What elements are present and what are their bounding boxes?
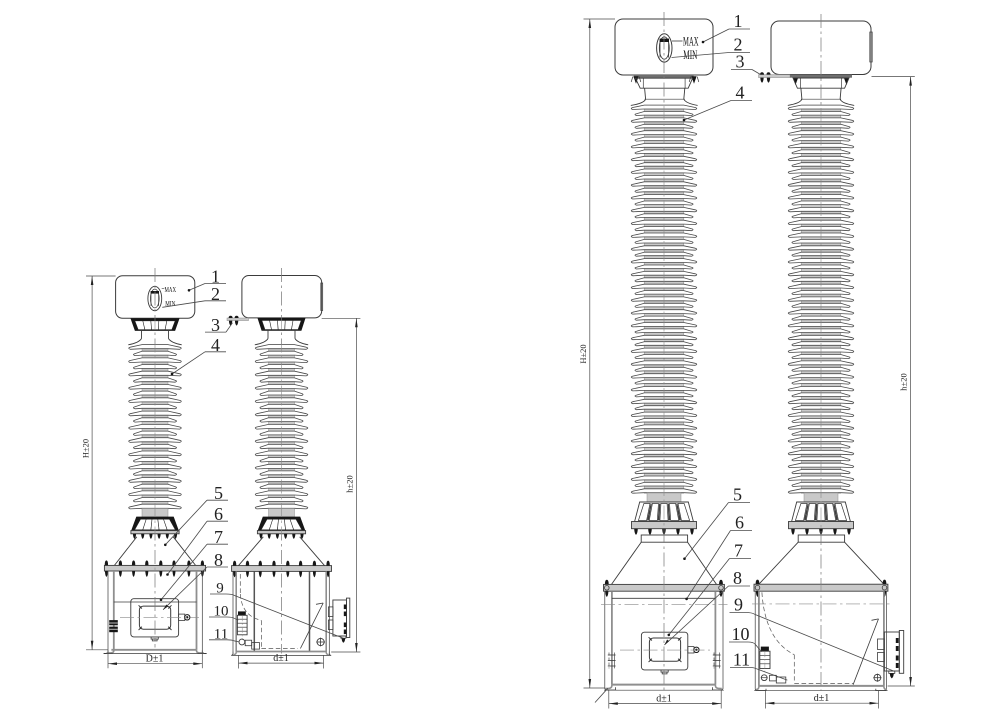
svg-text:8: 8 <box>214 550 223 570</box>
svg-text:6: 6 <box>214 504 223 524</box>
svg-text:9: 9 <box>216 581 224 597</box>
svg-text:2: 2 <box>734 35 743 55</box>
svg-text:5: 5 <box>733 485 742 505</box>
svg-text:9: 9 <box>734 595 743 615</box>
svg-text:5: 5 <box>214 483 223 503</box>
svg-text:MIN: MIN <box>165 299 175 308</box>
svg-text:6: 6 <box>735 513 744 533</box>
svg-text:7: 7 <box>214 527 223 547</box>
svg-text:1: 1 <box>211 267 220 287</box>
svg-text:d±1: d±1 <box>273 653 289 664</box>
svg-text:h±20: h±20 <box>898 373 908 390</box>
svg-text:7: 7 <box>734 541 743 561</box>
svg-text:MAX: MAX <box>165 285 177 294</box>
svg-text:3: 3 <box>736 52 745 72</box>
svg-text:4: 4 <box>211 335 220 355</box>
svg-text:MIN: MIN <box>683 48 697 62</box>
svg-text:2: 2 <box>211 284 220 304</box>
svg-text:4: 4 <box>736 83 745 103</box>
svg-text:1: 1 <box>734 11 743 31</box>
svg-text:11: 11 <box>733 649 750 669</box>
svg-text:H±20: H±20 <box>81 439 91 458</box>
svg-text:h±20: h±20 <box>344 475 354 492</box>
svg-text:10: 10 <box>732 624 750 644</box>
svg-text:H±20: H±20 <box>578 344 588 363</box>
svg-text:11: 11 <box>214 626 228 642</box>
svg-text:d±1: d±1 <box>814 693 830 704</box>
svg-text:D±1: D±1 <box>146 654 164 665</box>
svg-text:MAX: MAX <box>683 35 699 49</box>
svg-text:d±1: d±1 <box>656 693 672 704</box>
svg-text:10: 10 <box>214 604 229 620</box>
svg-text:8: 8 <box>733 568 742 588</box>
svg-text:3: 3 <box>211 315 220 335</box>
